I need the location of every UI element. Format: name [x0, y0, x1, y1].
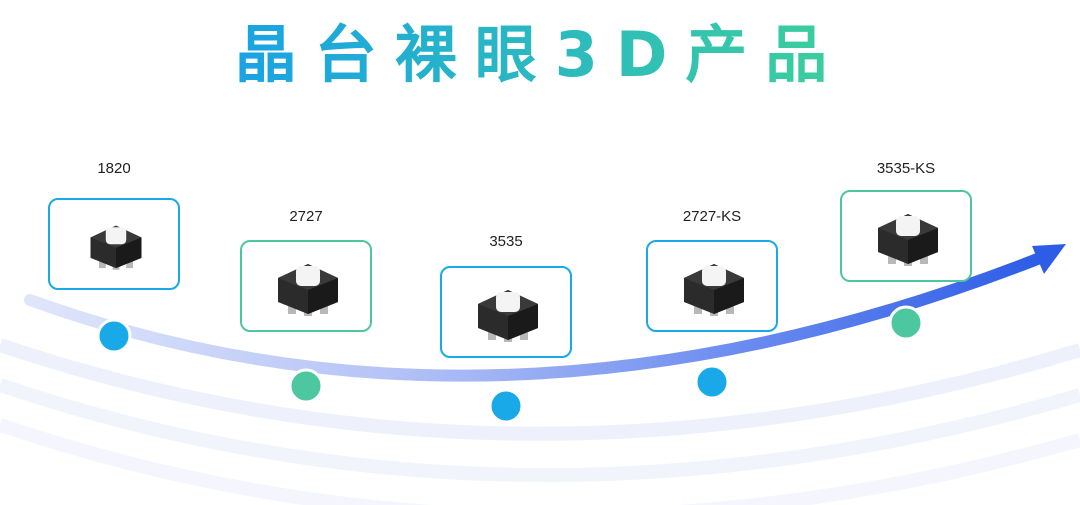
background-arc — [0, 378, 1080, 482]
product-label: 3535 — [489, 233, 523, 250]
arrow-head-icon — [1032, 244, 1066, 274]
background-arc — [0, 338, 1080, 441]
product-card[interactable] — [840, 190, 972, 282]
product-card[interactable] — [646, 240, 778, 332]
page-title-text: 晶台裸眼3D产品 — [235, 18, 846, 91]
timeline-dot — [288, 368, 324, 404]
led-chip-icon — [478, 290, 538, 342]
background-arc — [0, 418, 1080, 505]
product-label: 1820 — [97, 160, 131, 177]
timeline-arrow — [24, 252, 1046, 382]
led-chip-icon — [684, 264, 744, 316]
product-label: 3535-KS — [876, 160, 936, 177]
led-chip-icon — [90, 225, 142, 270]
product-card[interactable] — [48, 198, 180, 290]
timeline-dot — [888, 305, 924, 341]
product-card[interactable] — [440, 266, 572, 358]
page-title: 晶台裸眼3D产品 — [0, 14, 1080, 94]
page-title-graphic: 晶台裸眼3D产品 — [235, 18, 846, 91]
led-chip-icon — [278, 264, 338, 316]
timeline-dot — [488, 388, 524, 424]
product-label: 2727-KS — [682, 208, 742, 225]
led-chip-icon — [878, 214, 938, 266]
product-label: 2727 — [289, 208, 323, 225]
timeline-dot — [96, 318, 132, 354]
product-card[interactable] — [240, 240, 372, 332]
timeline-dot — [694, 364, 730, 400]
